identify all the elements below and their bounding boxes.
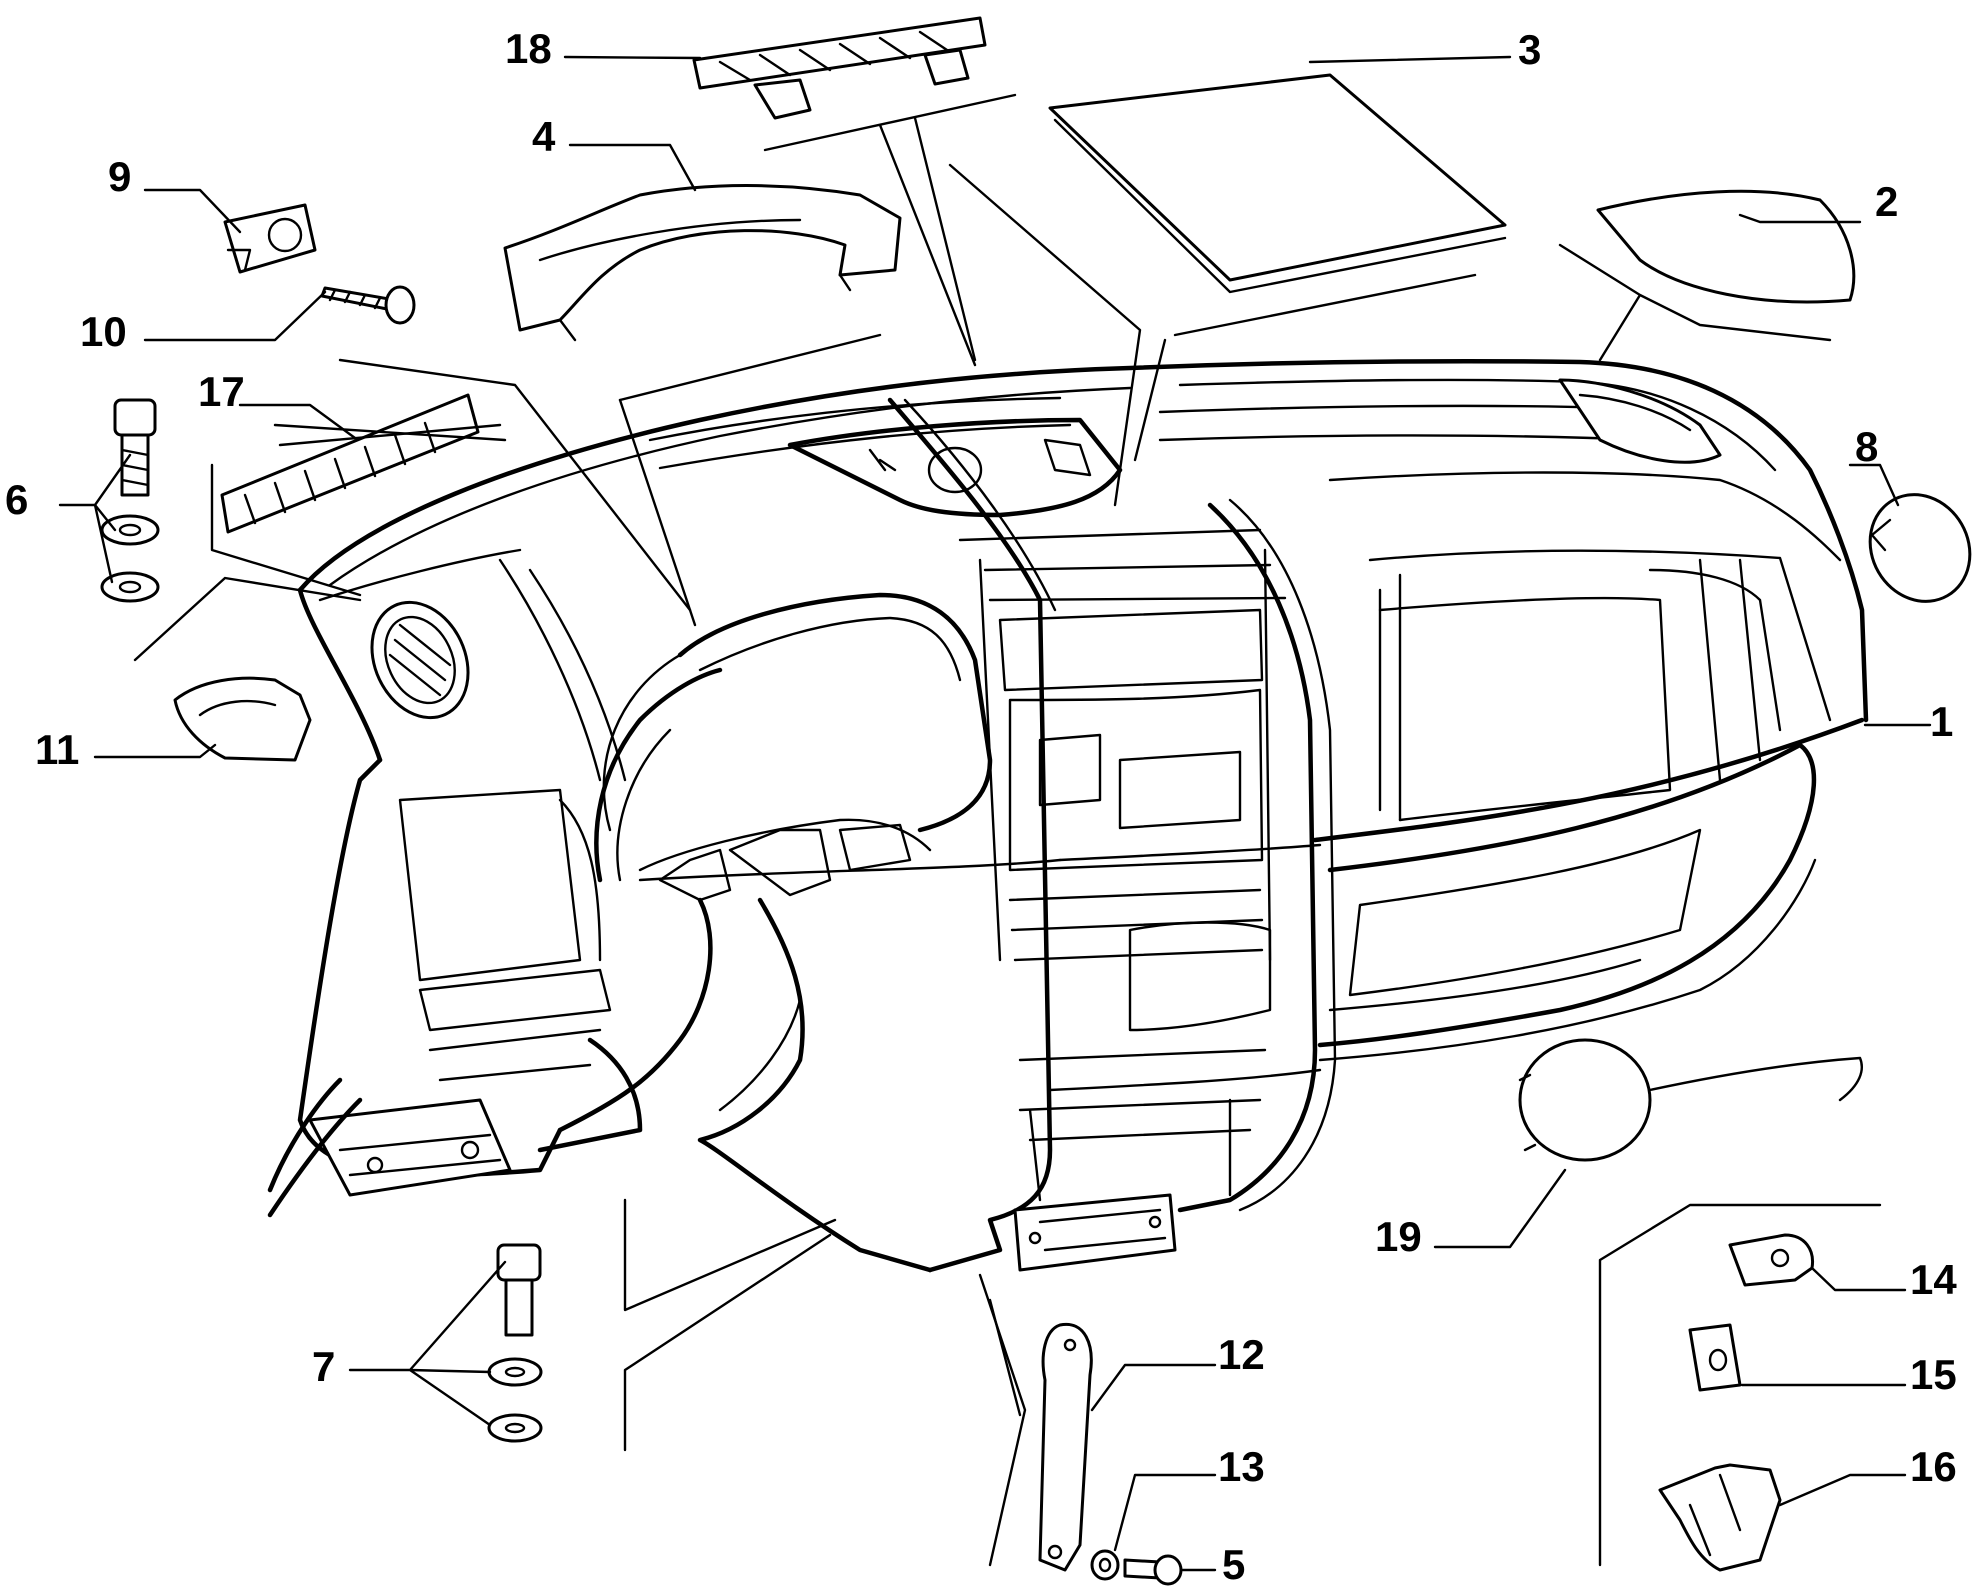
curved-cover [1596,189,1856,304]
clip-14 [1728,1233,1815,1287]
callout-9: 9 [108,153,131,200]
leader-lines [58,55,1932,1572]
callout-10: 10 [80,308,127,355]
callout-14: 14 [1910,1256,1957,1303]
callout-labels: 1 2 3 4 5 6 7 8 9 10 11 12 13 14 15 16 1… [5,25,1957,1588]
round-cap-8 [1868,493,1972,603]
callout-18: 18 [505,25,552,72]
bracket-part-11 [173,676,312,762]
dashboard-assembly [267,359,1869,1273]
screw-5 [1123,1554,1183,1586]
callout-15: 15 [1910,1351,1957,1398]
callout-4: 4 [532,113,556,160]
callout-16: 16 [1910,1443,1957,1490]
callout-5: 5 [1222,1541,1245,1588]
callout-17: 17 [198,368,245,415]
callout-19: 19 [1375,1213,1422,1260]
callout-7: 7 [312,1343,335,1390]
bracket-strip-12 [1038,1322,1093,1572]
callout-3: 3 [1518,26,1541,73]
callout-11: 11 [35,726,79,773]
callout-1: 1 [1930,698,1953,745]
defroster-grille-part [692,16,987,120]
callout-13: 13 [1218,1443,1265,1490]
callout-2: 2 [1875,178,1898,225]
clip-part-9 [223,203,317,274]
cover-piece [503,184,902,342]
clip-15 [1688,1323,1742,1392]
top-panel [1048,73,1507,294]
callout-12: 12 [1218,1331,1265,1378]
callout-6: 6 [5,476,28,523]
callout-8: 8 [1855,423,1878,470]
bolt-washers-6 [100,398,160,603]
washer-13 [1090,1549,1120,1581]
cap-with-wire-19 [1518,1038,1863,1162]
clip-16 [1658,1463,1782,1572]
screw-part-10 [320,285,416,325]
vent-strip-17 [220,393,480,534]
bolt-washers-7 [487,1243,543,1443]
